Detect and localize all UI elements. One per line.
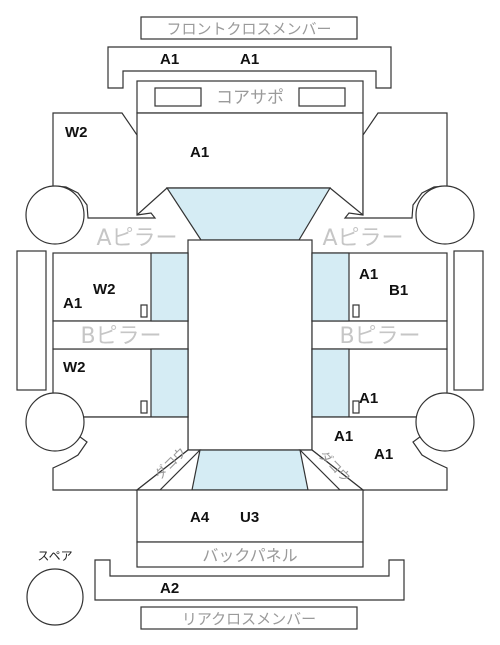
right-front-fender <box>343 112 448 219</box>
a-pillar-left-label: Aピラー <box>96 226 177 251</box>
code-front-left-fender: W2 <box>65 124 88 141</box>
rear-cross-member-box <box>140 606 358 630</box>
left-rear-door-handle <box>140 400 148 414</box>
code-right-quarter-1: A1 <box>334 428 353 445</box>
front-member <box>107 46 392 89</box>
wheel-front-right <box>415 185 475 245</box>
spare-label: スペア <box>37 549 72 563</box>
rear-member <box>94 559 405 601</box>
back-panel <box>136 541 364 568</box>
left-rear-quarter <box>51 416 189 491</box>
b-pillar-right-label: Bピラー <box>339 324 420 349</box>
wheel-front-left <box>25 185 85 245</box>
headlight-right <box>298 87 346 107</box>
code-right-front-door-1: A1 <box>359 266 378 283</box>
right-b-pillar <box>311 320 448 350</box>
spare-tire <box>26 568 84 626</box>
right-side-panel <box>453 250 484 391</box>
trunk <box>136 489 364 543</box>
b-pillar-left-label: Bピラー <box>80 324 161 349</box>
core-support-label: コアサポ <box>216 88 284 108</box>
front-cross-member-label: フロントクロスメンバー <box>166 20 331 38</box>
left-front-door-handle <box>140 304 148 318</box>
code-hood: A1 <box>190 144 209 161</box>
left-side-panel <box>16 250 47 391</box>
code-right-rear-door: A1 <box>359 390 378 407</box>
core-support <box>136 80 364 114</box>
code-rear-member: A2 <box>160 580 179 597</box>
code-right-quarter-2: A1 <box>374 446 393 463</box>
right-front-door-handle <box>352 304 360 318</box>
left-b-pillar <box>52 320 189 350</box>
a-pillar-right-label: Aピラー <box>322 226 403 251</box>
left-rear-window <box>150 348 189 418</box>
back-panel-label: バックパネル <box>202 546 297 565</box>
code-trunk-1: A4 <box>190 509 210 526</box>
code-front-member-left: A1 <box>160 51 179 68</box>
headlight-left <box>154 87 202 107</box>
code-left-rear-door: W2 <box>63 359 86 376</box>
code-left-front-door-2: W2 <box>93 281 116 298</box>
wheel-rear-right <box>415 392 475 452</box>
code-left-front-door-1: A1 <box>63 295 82 312</box>
windshield <box>165 187 332 241</box>
right-rear-door-handle <box>352 400 360 414</box>
right-rear-window <box>311 348 350 418</box>
code-trunk-2: U3 <box>240 509 259 526</box>
wheel-rear-left <box>25 392 85 452</box>
code-front-member-right: A1 <box>240 51 259 68</box>
code-right-front-door-2: B1 <box>389 282 408 299</box>
front-cross-member-box <box>140 16 358 40</box>
roof <box>187 239 313 451</box>
rear-window <box>191 449 309 491</box>
right-front-window <box>311 252 350 322</box>
rear-cross-member-label: リアクロスメンバー <box>182 610 316 628</box>
left-front-window <box>150 252 189 322</box>
